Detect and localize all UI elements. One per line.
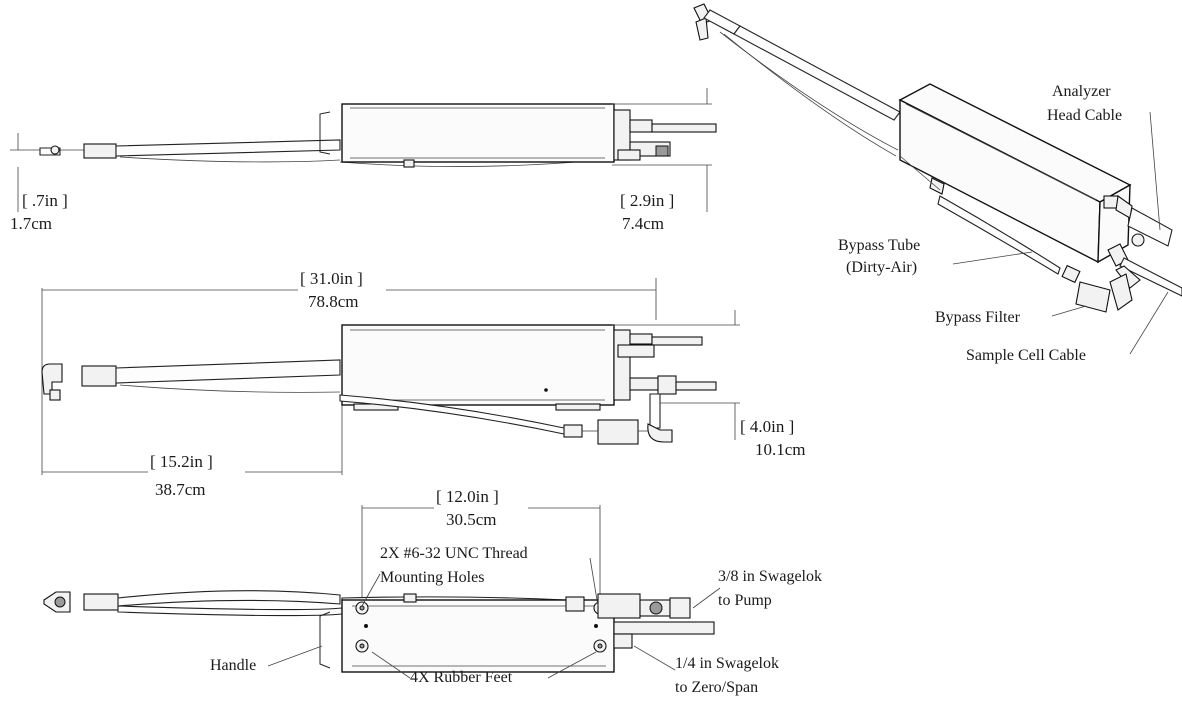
top-dim-height-cm: 1.7cm [10, 214, 52, 233]
iso-analyzer-line1: Analyzer [1052, 83, 1111, 100]
mid-dim-side-cm: 10.1cm [755, 440, 806, 459]
iso-sample-cell-cable: Sample Cell Cable [966, 347, 1086, 364]
bot-dim-spacing-cm: 30.5cm [446, 510, 497, 529]
middle-view: [ 31.0in ] 78.8cm [ 15.2in ] 38.7cm [41, 269, 806, 499]
bot-handle-label: Handle [210, 657, 256, 674]
bottom-view: [ 12.0in ] 30.5cm 2X #6-32 UNC Thread Mo… [43, 487, 822, 696]
bot-swagelok38-line2: to Pump [718, 592, 772, 609]
bot-thread-label: 2X #6-32 UNC Thread [380, 545, 528, 562]
iso-analyzer-line2: Head Cable [1047, 107, 1122, 124]
mid-dim-side-in: [ 4.0in ] [740, 417, 794, 436]
bot-holes-label: Mounting Holes [380, 569, 484, 586]
top-dim-side-in: [ 2.9in ] [620, 191, 674, 210]
bot-swagelok38-line1: 3/8 in Swagelok [718, 568, 822, 585]
bot-swagelok14-line2: to Zero/Span [675, 679, 758, 696]
isometric-view: Analyzer Head Cable Bypass Tube (Dirty-A… [693, 3, 1182, 364]
top-view: [ .7in ] 1.7cm [ 2.9in ] 7.4cm [10, 88, 717, 233]
top-dim-side-cm: 7.4cm [622, 214, 664, 233]
top-dim-height-in: [ .7in ] [22, 191, 68, 210]
iso-bypass-tube-line1: Bypass Tube [838, 237, 920, 254]
mid-dim-length-in: [ 31.0in ] [300, 269, 363, 288]
mid-dim-handle-cm: 38.7cm [155, 480, 206, 499]
bot-feet-label: 4X Rubber Feet [410, 669, 513, 686]
bot-dim-spacing-in: [ 12.0in ] [436, 487, 499, 506]
bot-swagelok14-line1: 1/4 in Swagelok [675, 655, 779, 672]
iso-bypass-filter: Bypass Filter [935, 309, 1021, 326]
mid-dim-handle-in: [ 15.2in ] [150, 452, 213, 471]
mid-dim-length-cm: 78.8cm [308, 292, 359, 311]
iso-bypass-tube-line2: (Dirty-Air) [846, 259, 917, 276]
